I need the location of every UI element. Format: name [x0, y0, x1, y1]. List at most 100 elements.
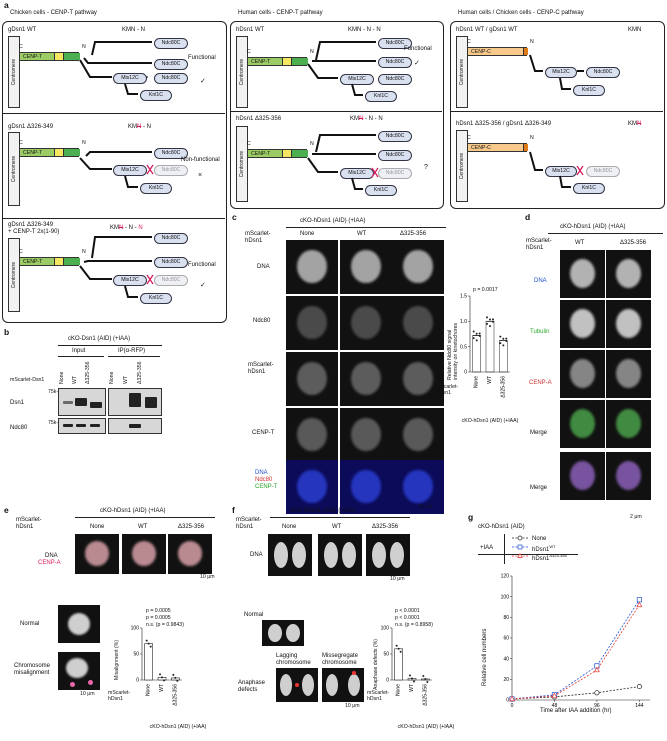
panel-g-letter: g: [468, 512, 474, 522]
micrograph-c: [392, 408, 444, 462]
y-tick-label: 0.5: [460, 344, 467, 350]
x-tick-label: 48: [552, 703, 558, 709]
n-terminus: N: [82, 44, 86, 50]
blot-label: Dsn1: [10, 400, 25, 406]
ndc80-pill: Ndc80C: [378, 38, 412, 49]
col-label: Δ325-356: [620, 240, 647, 246]
y-tick-label: 80: [503, 615, 509, 621]
col-label: Δ325-356: [400, 231, 427, 237]
c-terminus: C: [19, 249, 23, 255]
row-label: Tubulin: [530, 329, 550, 335]
panel-f-letter: f: [232, 505, 235, 515]
cenp-t-bar: CENP-T: [247, 57, 308, 66]
data-point: [413, 680, 415, 683]
data-point: [636, 597, 642, 603]
col-header: mScarlet-hDsn1: [245, 231, 271, 244]
centromere: Centromere: [8, 238, 20, 312]
data-point: [551, 692, 558, 699]
y-tick-label: 1.0: [460, 319, 467, 325]
col-header: mScarlet-hDsn1: [16, 517, 42, 530]
cenp-t-bar: CENP-T: [19, 148, 80, 157]
data-point: [424, 677, 427, 680]
col-label: None: [90, 524, 105, 530]
n-terminus: N: [310, 141, 314, 147]
header: cKO-hDsn1 (AID): [478, 524, 525, 530]
centromere: Centromere: [8, 132, 20, 206]
scale-label: 10 μm: [390, 576, 405, 582]
micrograph-d: [560, 350, 605, 398]
cenp-t-bar: CENP-T: [19, 52, 80, 61]
data-point: [492, 320, 494, 323]
col-label: WT: [332, 524, 342, 530]
centromere: Centromere: [236, 126, 248, 202]
c-terminus: C: [247, 141, 251, 147]
data-point: [489, 318, 491, 321]
panel-b-letter: b: [4, 327, 10, 337]
mw-marker: 75k-: [48, 389, 59, 395]
mis12-pill: Mis12C: [113, 165, 147, 176]
y-tick-label: 40: [503, 656, 509, 662]
status-mark: ✓: [414, 60, 420, 67]
header: cKO-hDsn1 (AID) (+IAA): [300, 218, 366, 224]
micrograph-c: [340, 240, 392, 294]
col-header: mScarlet-hDsn1: [236, 517, 262, 530]
row-label: CENP-A: [38, 560, 61, 566]
kmn-label: KMN - N: [128, 124, 152, 130]
blot-input-dsn1: [58, 388, 106, 416]
data-point: [145, 639, 148, 642]
normal-label: Normal: [20, 621, 40, 627]
normal-image: [262, 620, 304, 646]
kmn-label: KMN - N - N: [348, 27, 381, 33]
n-terminus: N: [310, 49, 314, 55]
knl1-pill: Knl1C: [365, 91, 397, 102]
micrograph-c: [286, 240, 338, 294]
micrograph-d: [606, 250, 651, 298]
micrograph-d: [606, 300, 651, 348]
micrograph-f: [318, 534, 362, 576]
micrograph-c: [286, 460, 338, 514]
micrograph-c: [340, 296, 392, 350]
x-row-label: mScarlet-hDsn1: [436, 384, 459, 396]
n-terminus: N: [530, 135, 534, 141]
header: cKO-hDsn1 (AID) (+IAA): [290, 508, 356, 514]
data-point: [161, 676, 163, 679]
ndc80-pill: Ndc80C: [378, 74, 412, 85]
micrograph-c: [286, 408, 338, 462]
x-tick-label: WT: [487, 376, 493, 384]
legend-marker: [517, 535, 523, 541]
status: ?: [424, 164, 428, 171]
p-value: p = 0.0005: [146, 615, 171, 621]
data-point: [399, 650, 402, 653]
data-point: [172, 673, 175, 676]
bar: [472, 335, 481, 373]
data-point: [422, 674, 425, 677]
data-point: [147, 642, 150, 645]
misalign-label: Chromosome misalignment: [14, 663, 51, 676]
panel-a-letter: a: [4, 0, 9, 10]
x-tick-label: 96: [594, 703, 600, 709]
panel-c-letter: c: [232, 212, 237, 222]
mis12-pill: Mis12C: [113, 73, 147, 84]
x-tick-label: None: [146, 684, 152, 696]
row-label: DNA: [534, 278, 547, 284]
bar: [485, 321, 495, 373]
row-label: gDsn1 WT: [8, 27, 37, 33]
data-point: [478, 332, 481, 335]
x-row-label: mScarlet-hDsn1: [108, 690, 131, 702]
col-label: None: [282, 524, 297, 530]
row-label: mScarlet-hDsn1: [248, 362, 274, 375]
data-point: [174, 676, 177, 679]
centromere: Centromere: [456, 130, 468, 202]
kmn-label: KMN - N - N: [110, 225, 143, 231]
data-point: [472, 337, 475, 340]
data-point: [478, 334, 481, 337]
x-row-label: mScarlet-hDsn1: [367, 690, 390, 702]
c-terminus: C: [19, 140, 23, 146]
x-tick-label: None: [396, 684, 402, 696]
micrograph-e: [75, 534, 119, 574]
data-point: [502, 344, 505, 347]
micrograph-f: [366, 534, 410, 576]
blot-input-ndc80: [58, 418, 106, 434]
kmn-label: KMN - N: [122, 27, 145, 33]
